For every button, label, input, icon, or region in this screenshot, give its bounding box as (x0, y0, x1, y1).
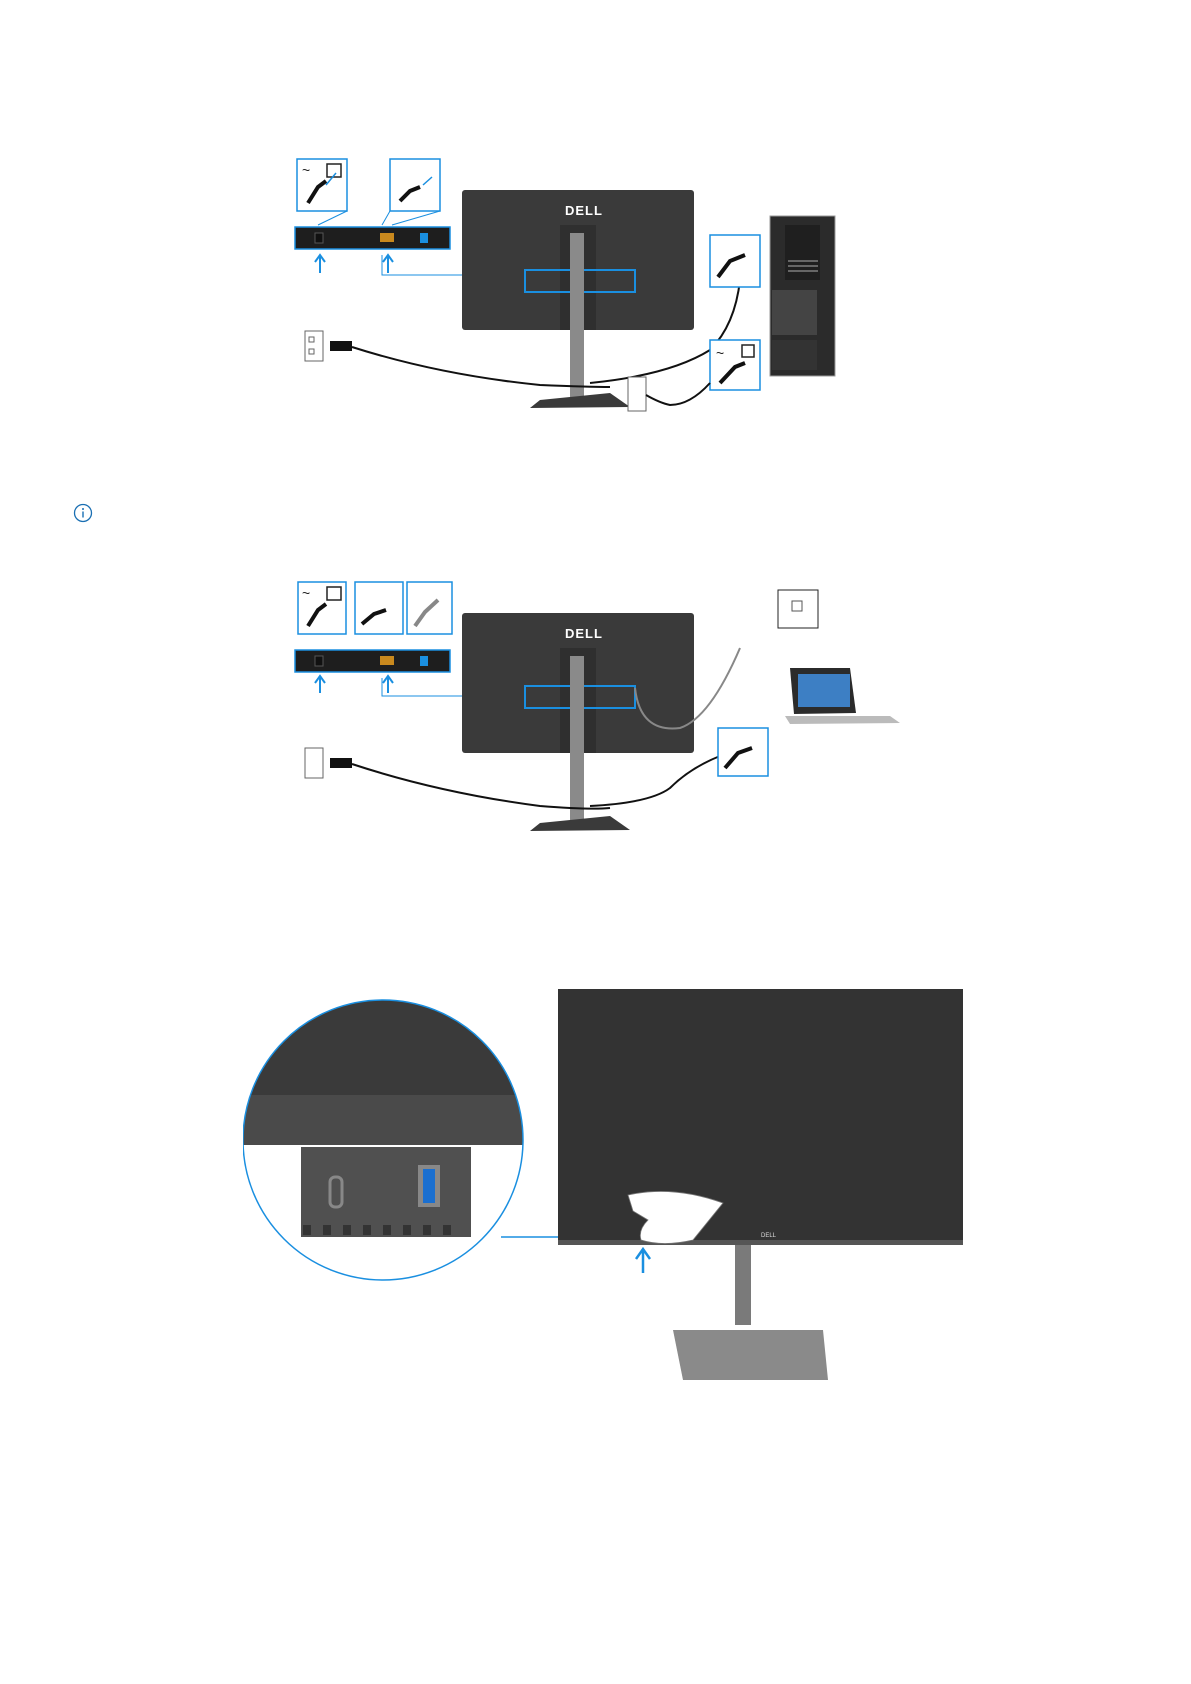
monitor-logo: DELL (761, 1233, 777, 1239)
ethernet-callout (407, 582, 452, 634)
up-arrow-icon (636, 1249, 650, 1273)
usb-a-port-icon (418, 1165, 440, 1207)
up-arrow-icon (315, 255, 393, 273)
ethernet-wall-jack (778, 590, 818, 628)
ac-power-callout: ~ (297, 159, 347, 211)
displayport-callout (390, 159, 440, 211)
wall-outlet (305, 748, 352, 778)
monitor-front (558, 989, 963, 1244)
figure-desktop-connection: ~ DELL (290, 155, 920, 455)
pc-power-callout: ~ (710, 340, 760, 390)
laptop-displayport-callout (718, 728, 768, 776)
monitor-logo: DELL (565, 626, 603, 641)
pc-wall-outlet (628, 377, 710, 411)
ac-power-icon: ~ (302, 162, 310, 178)
figure-front-usb-ports: DELL (243, 985, 963, 1385)
displayport-callout (355, 582, 403, 634)
svg-text:~: ~ (302, 585, 310, 601)
svg-text:~: ~ (716, 345, 724, 361)
ac-power-callout: ~ (298, 582, 346, 634)
figure-laptop-connection: ~ DELL (290, 578, 920, 858)
desktop-pc (770, 216, 835, 376)
info-icon (73, 503, 93, 523)
laptop-icon (785, 668, 900, 724)
zoom-callout (243, 985, 543, 1280)
up-arrow-icon (315, 676, 393, 693)
pc-displayport-callout (710, 235, 760, 287)
wall-outlet (305, 331, 352, 361)
monitor-logo: DELL (565, 203, 603, 218)
